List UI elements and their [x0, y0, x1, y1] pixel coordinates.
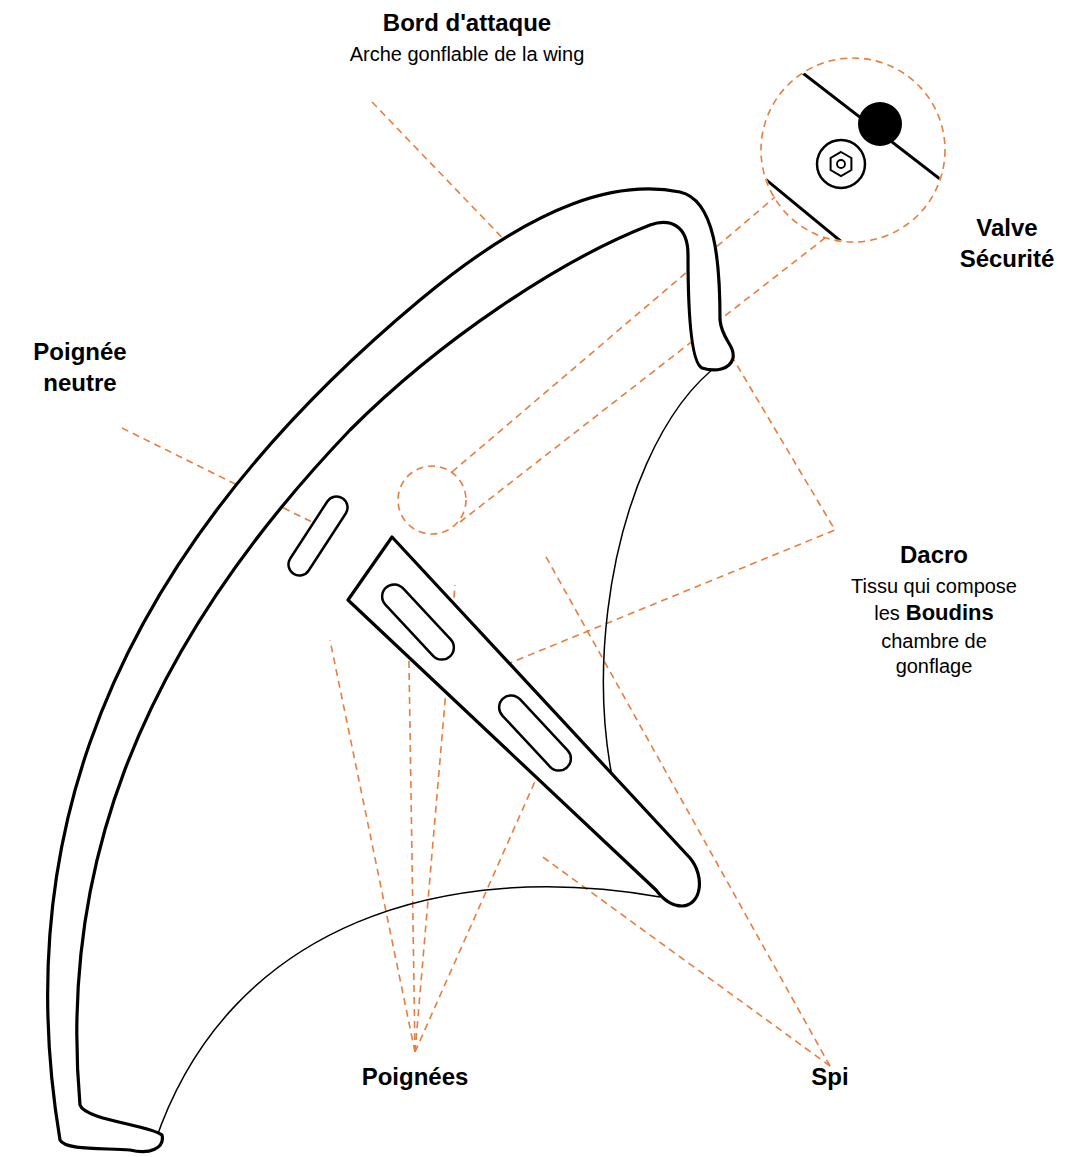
- strut-edge: [730, 150, 900, 290]
- handle: [494, 690, 576, 775]
- leader-line: [330, 640, 415, 1052]
- part-name: Valve Sécurité: [948, 212, 1066, 274]
- part-description: chambre de gonflage: [868, 629, 1000, 679]
- leader-line: [415, 752, 548, 1052]
- part-name: Dacro: [840, 540, 1028, 570]
- part-name: Poignée neutre: [5, 336, 155, 398]
- zoom-circle: [761, 58, 945, 242]
- strut: [348, 537, 699, 906]
- handle: [377, 579, 459, 664]
- leading-edge: [48, 189, 734, 1152]
- part-name: Poignées: [330, 1062, 500, 1092]
- handles-label: Poignées: [330, 1062, 500, 1092]
- strut-edge: [760, 40, 980, 210]
- valve-cap: [858, 102, 902, 146]
- leader-line: [505, 345, 835, 665]
- leader-line: [408, 600, 415, 1052]
- leader-lines: [122, 58, 945, 1066]
- spi-label: Spi: [775, 1062, 885, 1092]
- handles: [284, 492, 576, 775]
- sail-edge: [155, 887, 660, 1142]
- valve-marker: [398, 466, 466, 534]
- neutral-handle: [284, 492, 351, 579]
- safety-valve: [817, 140, 865, 188]
- part-name: Bord d'attaque: [267, 8, 667, 38]
- leading-edge-label: Bord d'attaqueArche gonflable de la wing: [267, 8, 667, 67]
- part-name: Spi: [775, 1062, 885, 1092]
- valve-hex: [831, 152, 852, 176]
- valve-zoom: [730, 40, 980, 290]
- part-description: Arche gonflable de la wing: [267, 42, 667, 67]
- valve-hole: [837, 160, 845, 168]
- neutral-handle-label: Poignée neutre: [5, 336, 155, 398]
- part-name: Boudins: [906, 600, 994, 625]
- valve-label: Valve Sécurité: [948, 212, 1066, 274]
- dacron-label: DacroTissu qui compose lesBoudinschambre…: [840, 540, 1028, 679]
